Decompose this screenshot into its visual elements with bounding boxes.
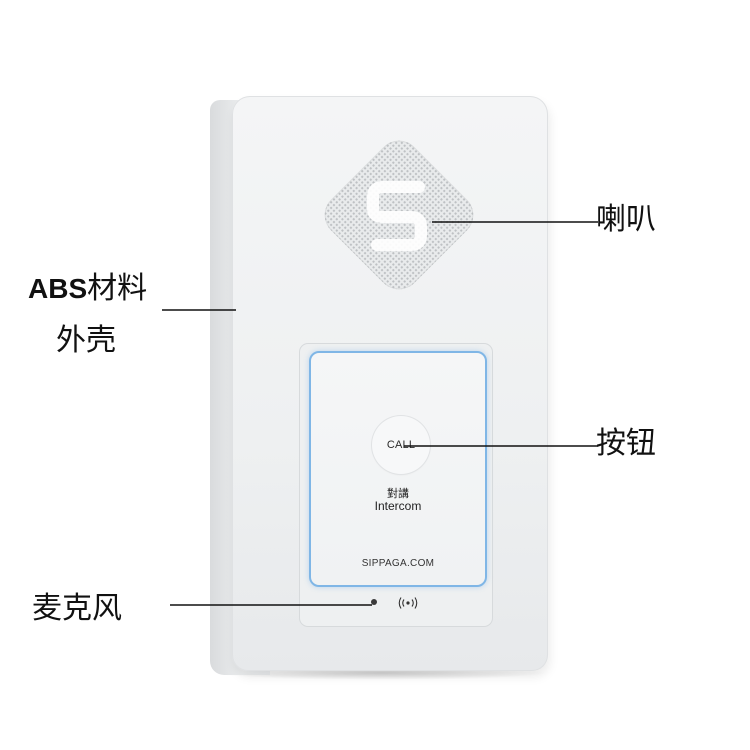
panel-website: SIPPAGA.COM [361, 558, 435, 569]
wireless-signal-icon [398, 597, 418, 609]
microphone-hole [371, 599, 377, 605]
call-button[interactable]: CALL [372, 416, 430, 474]
shell-material-annotation: ABS材料 [28, 272, 147, 306]
microphone-annotation: 麦克风 [32, 591, 122, 626]
shell-annotation: 外壳 [56, 323, 116, 358]
button-annotation: 按钮 [596, 426, 656, 461]
s-logo-icon [367, 181, 427, 251]
shell-material-prefix: ABS [28, 273, 88, 304]
shell-material-suffix: 材料 [87, 271, 148, 306]
panel-label-en: Intercom [374, 499, 422, 513]
call-button-label: CALL [386, 439, 416, 451]
panel-label-zh: 對講 [387, 487, 409, 500]
speaker-annotation: 喇叭 [596, 202, 656, 237]
